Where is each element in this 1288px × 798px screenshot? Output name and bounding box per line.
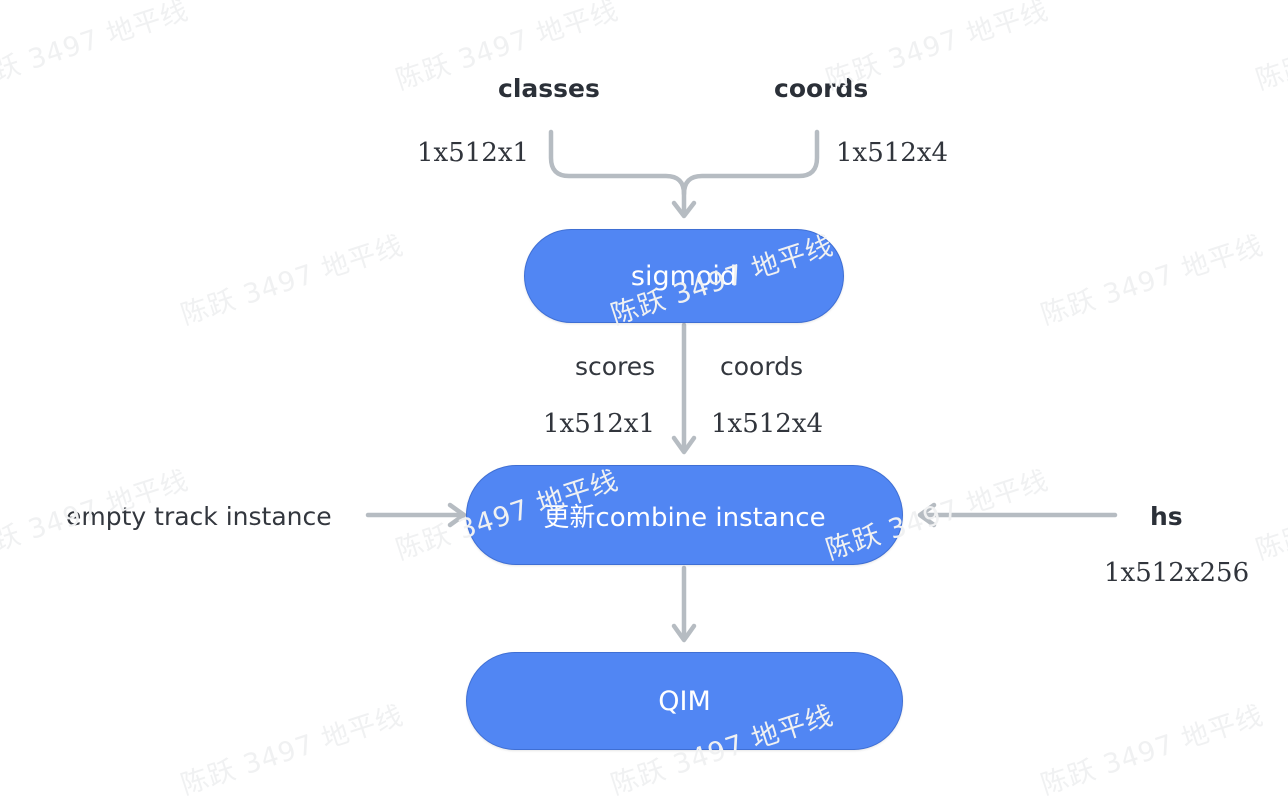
output-shape-coords: 1x512x4 [711,409,824,439]
side-input-label-empty-track-instance: empty track instance [66,502,332,531]
input-label-coords: coords [774,74,869,103]
node-combine-instance-label: 更新combine instance [543,502,826,533]
input-label-classes: classes [498,74,600,103]
node-qim[interactable]: QIM [466,652,903,750]
edge-hs-to-combine [917,502,1118,528]
output-label-coords: coords [720,352,804,381]
output-shape-scores: 1x512x1 [543,409,656,439]
edge-sigmoid-to-combine [671,322,697,455]
edge-combine-to-qim [671,565,697,643]
input-shape-coords: 1x512x4 [836,138,949,168]
node-qim-label: QIM [658,685,711,717]
edge-empty-track-to-combine [365,502,467,528]
side-input-shape-hs: 1x512x256 [1104,558,1250,588]
node-sigmoid[interactable]: sigmoid [524,229,844,323]
side-input-label-hs: hs [1150,502,1183,531]
merge-brace [548,129,820,219]
node-sigmoid-label: sigmoid [630,260,738,292]
input-shape-classes: 1x512x1 [417,138,530,168]
output-label-scores: scores [575,352,656,381]
node-combine-instance[interactable]: 更新combine instance [466,465,903,565]
